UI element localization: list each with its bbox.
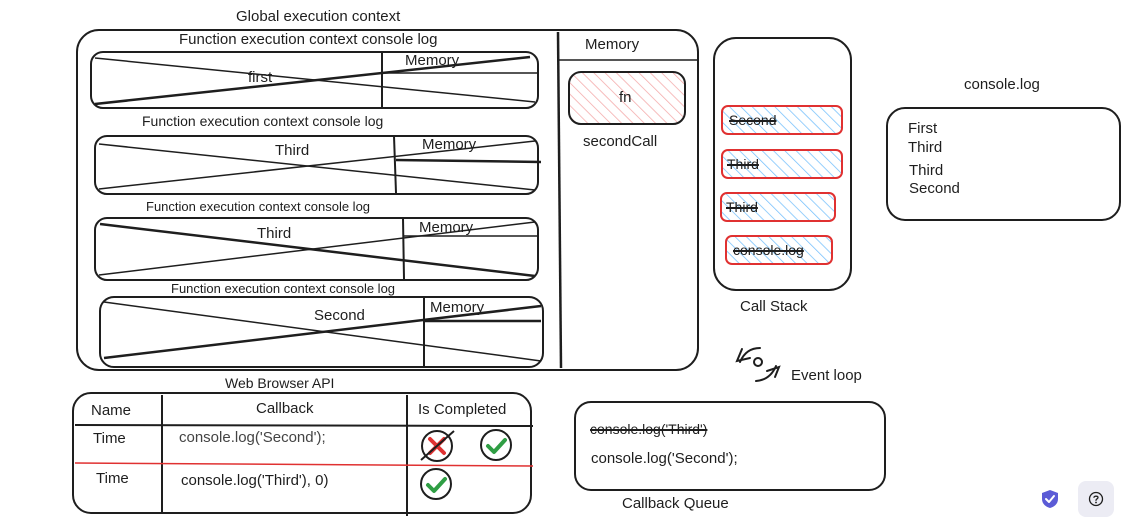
fec-row-3-memory: Memory [419,219,474,236]
global-memory-label: Memory [585,36,640,53]
call-stack-item-4[interactable] [725,235,833,265]
event-loop-label: Event loop [791,367,862,384]
fec-row-1-header: Function execution context console log [179,31,438,48]
console-output-title: console.log [964,76,1040,93]
web-api-header-line [74,424,534,427]
callback-queue-frame[interactable] [574,401,886,491]
fec-row-1-name: first [248,69,273,86]
web-api-header-completed: Is Completed [418,401,507,418]
fec-row-3-header: Function execution context console log [146,199,371,214]
fec-row-3-name: Third [257,225,292,242]
event-loop-icon [735,347,781,382]
console-output-line-2: Third [908,139,943,156]
call-stack-item-2[interactable] [721,149,843,179]
call-stack-item-3-label: Third [726,199,758,215]
fec-row-2[interactable] [94,135,542,195]
check-icon-2 [420,468,452,500]
fn-box[interactable] [568,71,686,125]
call-stack-item-1-label: Second [729,112,777,128]
check-icon-1 [480,429,512,461]
help-button[interactable] [1078,481,1114,517]
web-api-header-callback: Callback [256,400,314,417]
callback-queue-label: Callback Queue [622,495,729,512]
web-api-row-divider [74,462,534,467]
shield-icon[interactable] [1038,487,1062,511]
web-api-row-1-name: Time [93,430,126,447]
console-output-line-3: Third [909,162,944,179]
web-api-row-2-name: Time [96,470,129,487]
web-api-row-1-callback: console.log('Second'); [179,429,326,446]
call-stack-item-3[interactable] [720,192,836,222]
fec-row-2-name: Third [275,142,310,159]
global-context-title: Global execution context [236,8,401,25]
call-stack-frame[interactable] [713,37,852,291]
call-stack-item-4-label: console.log [733,242,804,258]
web-api-row-2-callback: console.log('Third'), 0) [181,472,329,489]
call-stack-label: Call Stack [740,298,808,315]
web-api-title: Web Browser API [225,375,335,391]
fec-row-1-memory: Memory [405,52,460,69]
fec-row-2-header: Function execution context console log [142,113,384,129]
global-memory-divider [556,31,563,369]
second-call-label: secondCall [583,133,658,150]
call-stack-item-1[interactable] [721,105,843,135]
cancel-icon [420,430,455,462]
global-context-frame[interactable] [76,29,699,371]
fec-row-4-name: Second [314,307,365,324]
console-output-box[interactable] [886,107,1121,221]
question-icon [1088,491,1104,507]
fn-label: fn [619,89,632,106]
fec-row-1[interactable] [90,51,539,109]
fec-row-4-memory: Memory [430,299,485,316]
callback-queue-item-1: console.log('Third') [590,421,708,437]
web-api-header-name: Name [91,402,132,419]
fec-row-2-memory: Memory [422,136,477,153]
call-stack-item-2-label: Third [727,156,759,172]
fec-row-3[interactable] [94,217,539,281]
fec-row-4-header: Function execution context console log [171,281,396,296]
console-output-line-4: Second [909,180,960,197]
console-output-line-1: First [908,120,938,137]
callback-queue-item-2: console.log('Second'); [591,450,738,467]
fec-row-4[interactable] [99,296,544,368]
web-api-table-frame[interactable] [72,392,532,514]
